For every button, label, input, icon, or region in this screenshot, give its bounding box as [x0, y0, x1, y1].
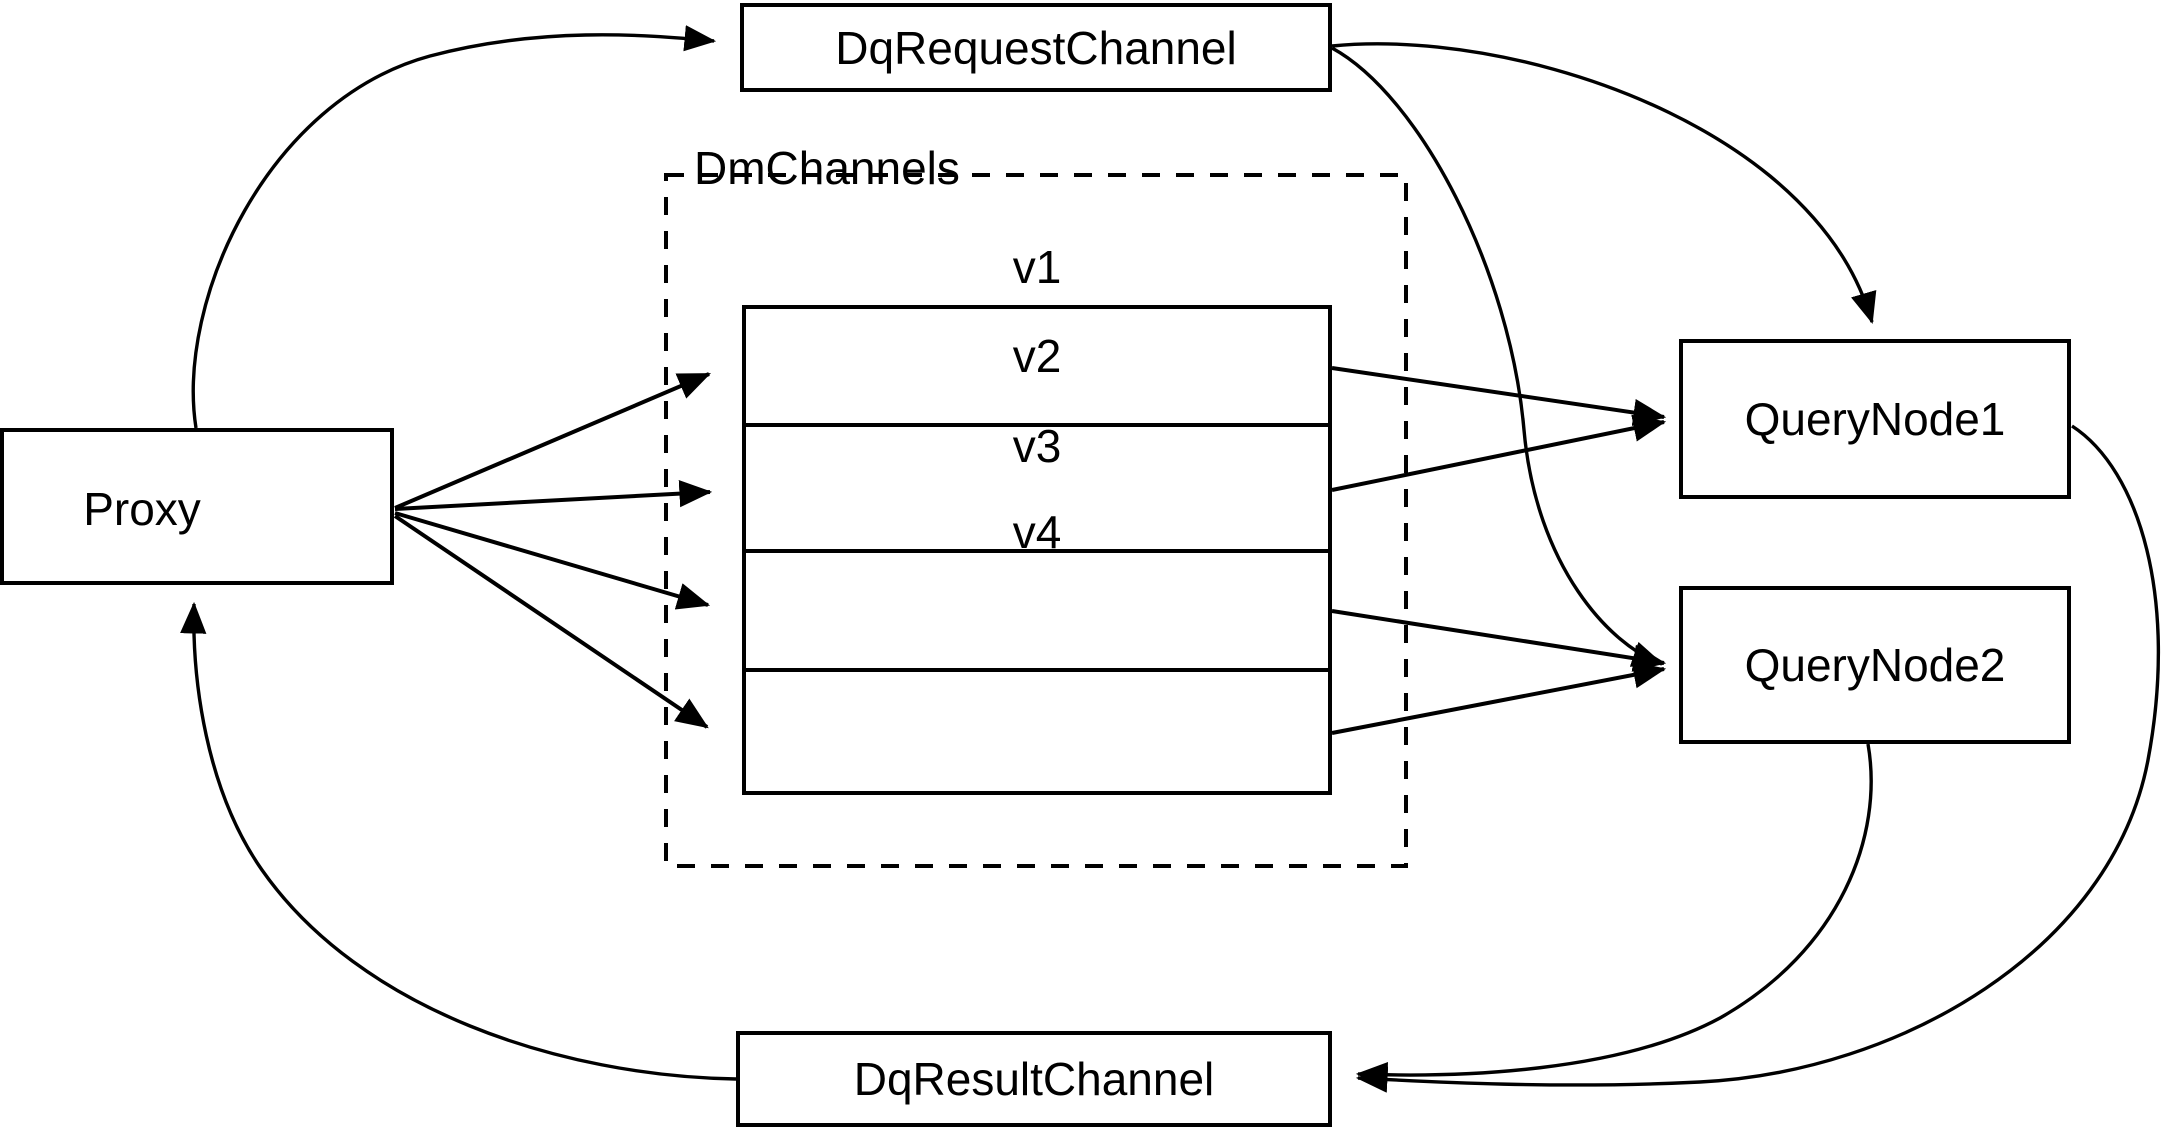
edge-querynode2-to-dqresultchannel: [1355, 743, 1873, 1089]
edge-dqresultchannel-to-proxy: [180, 601, 737, 1081]
query-node-2-label: QueryNode2: [1745, 639, 2006, 691]
proxy-label: Proxy: [83, 483, 201, 535]
dq-result-channel-box[interactable]: [736, 1031, 1332, 1127]
dm-channel-row-v2-label: v2: [1013, 330, 1062, 382]
edge-dqrequestchannel-to-querynode1: [1331, 42, 1877, 325]
edge-proxy-to-dqrequestchannel: [191, 25, 717, 429]
dq-request-channel-box[interactable]: [740, 3, 1332, 92]
edge-proxy-to-v1: [394, 372, 712, 510]
query-node-1-box[interactable]: [1679, 339, 2071, 499]
edge-proxy-to-v3: [394, 511, 711, 610]
dm-channels-group-label: DmChannels: [694, 142, 960, 194]
dq-request-channel-label: DqRequestChannel: [835, 22, 1237, 74]
edge-proxy-to-v4: [393, 514, 709, 729]
dm-channel-row-v1-label: v1: [1013, 241, 1062, 293]
edge-v2-to-querynode1: [1331, 414, 1667, 492]
dq-result-channel-label: DqResultChannel: [854, 1053, 1215, 1105]
query-node-1-label: QueryNode1: [1745, 393, 2006, 445]
dm-channel-row-v3-label: v3: [1013, 420, 1062, 472]
edge-v4-to-querynode2: [1331, 661, 1667, 735]
edge-v3-to-querynode2: [1331, 609, 1667, 672]
dm-channels-group-border: [664, 173, 1408, 868]
edge-dqrequestchannel-to-querynode2: [1331, 46, 1664, 667]
edge-querynode1-to-dqresultchannel: [1355, 424, 2161, 1093]
edge-v1-to-querynode1: [1331, 366, 1667, 427]
edge-proxy-to-v2: [394, 480, 713, 511]
query-node-2-box[interactable]: [1679, 586, 2071, 744]
dm-channel-row-v4-label: v4: [1013, 506, 1062, 558]
proxy-box[interactable]: [0, 428, 394, 585]
